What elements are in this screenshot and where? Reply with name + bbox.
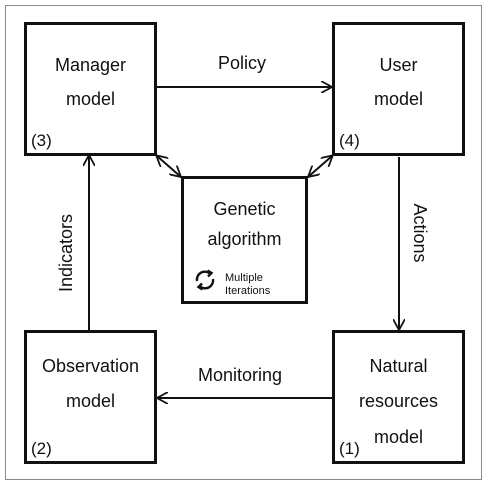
observation-model-title-line1: Observation (41, 356, 140, 376)
manager-model-title-line2: model (65, 89, 116, 109)
manager-model-title-line1: Manager (54, 55, 127, 75)
genetic-algorithm-box: Genetic algorithm Multiple Iterations (181, 176, 308, 304)
user-model-title-line1: User (379, 55, 418, 75)
user-model-box: User model (4) (332, 22, 465, 156)
natural-resources-title-line3: model (373, 427, 424, 447)
indicators-label: Indicators (56, 213, 76, 293)
user-model-title-line2: model (373, 89, 424, 109)
observation-model-title-line2: model (65, 391, 116, 411)
iterations-label-line1: Multiple (225, 272, 263, 284)
cycle-arrows-icon (195, 269, 215, 291)
manager-model-box: Manager model (3) (24, 22, 157, 156)
manager-model-number: (3) (31, 131, 52, 150)
actions-label: Actions (410, 203, 430, 263)
policy-label: Policy (218, 53, 267, 73)
diagram-frame (5, 5, 482, 480)
natural-resources-model-box: Natural resources model (1) (332, 330, 465, 464)
user-genetic-arrow (308, 156, 332, 177)
genetic-algorithm-title-line2: algorithm (207, 229, 282, 249)
manager-genetic-arrow (157, 156, 181, 177)
monitoring-label: Monitoring (198, 365, 283, 385)
natural-resources-title-line2: resources (358, 391, 439, 411)
user-model-number: (4) (339, 131, 360, 150)
genetic-algorithm-title-line1: Genetic (213, 199, 276, 219)
observation-model-number: (2) (31, 439, 52, 458)
observation-model-box: Observation model (2) (24, 330, 157, 464)
natural-resources-number: (1) (339, 439, 360, 458)
iterations-label-line2: Iterations (225, 285, 271, 297)
natural-resources-title-line1: Natural (369, 356, 428, 376)
